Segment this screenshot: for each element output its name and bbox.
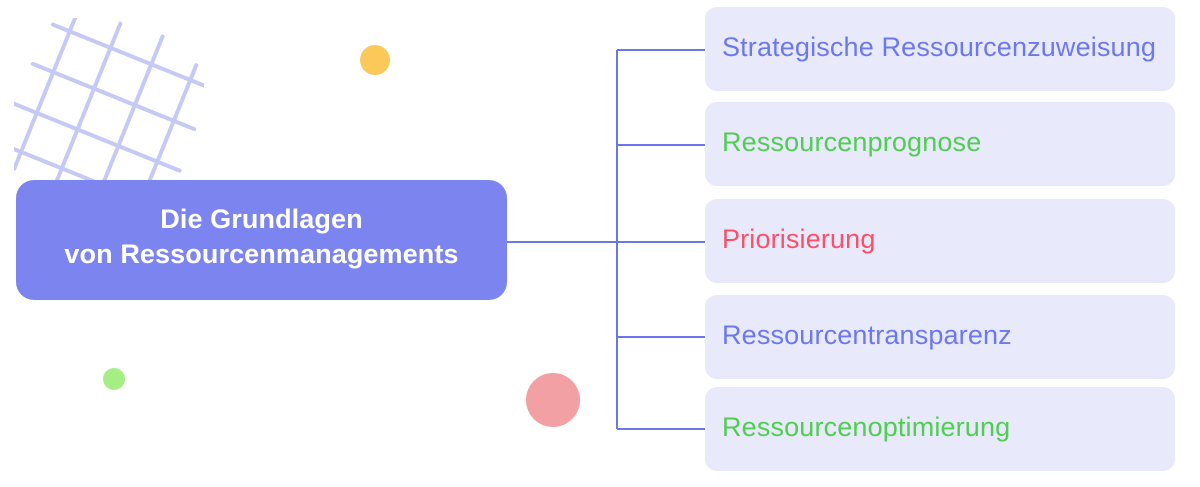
- branch-node-2[interactable]: Ressourcenprognose: [705, 102, 1175, 186]
- branch-node-label-4: Ressourcentransparenz: [722, 320, 1012, 351]
- center-node[interactable]: Die Grundlagen von Ressourcenmanagements: [16, 180, 507, 300]
- yellow-circle-icon: [360, 45, 390, 75]
- branch-node-5[interactable]: Ressourcenoptimierung: [705, 387, 1175, 471]
- branch-node-1[interactable]: Strategische Ressourcenzuweisung: [705, 7, 1175, 91]
- center-node-label: Die Grundlagen von Ressourcenmanagements: [64, 204, 459, 269]
- branch-node-label-5: Ressourcenoptimierung: [722, 412, 1011, 443]
- branch-node-3[interactable]: Priorisierung: [705, 199, 1175, 283]
- branch-node-label-3: Priorisierung: [722, 224, 876, 255]
- branch-node-label-2: Ressourcenprognose: [722, 127, 982, 158]
- green-circle-icon: [103, 368, 125, 390]
- branch-node-4[interactable]: Ressourcentransparenz: [705, 295, 1175, 379]
- pink-circle-icon: [526, 373, 580, 427]
- branch-node-label-1: Strategische Ressourcenzuweisung: [722, 32, 1157, 63]
